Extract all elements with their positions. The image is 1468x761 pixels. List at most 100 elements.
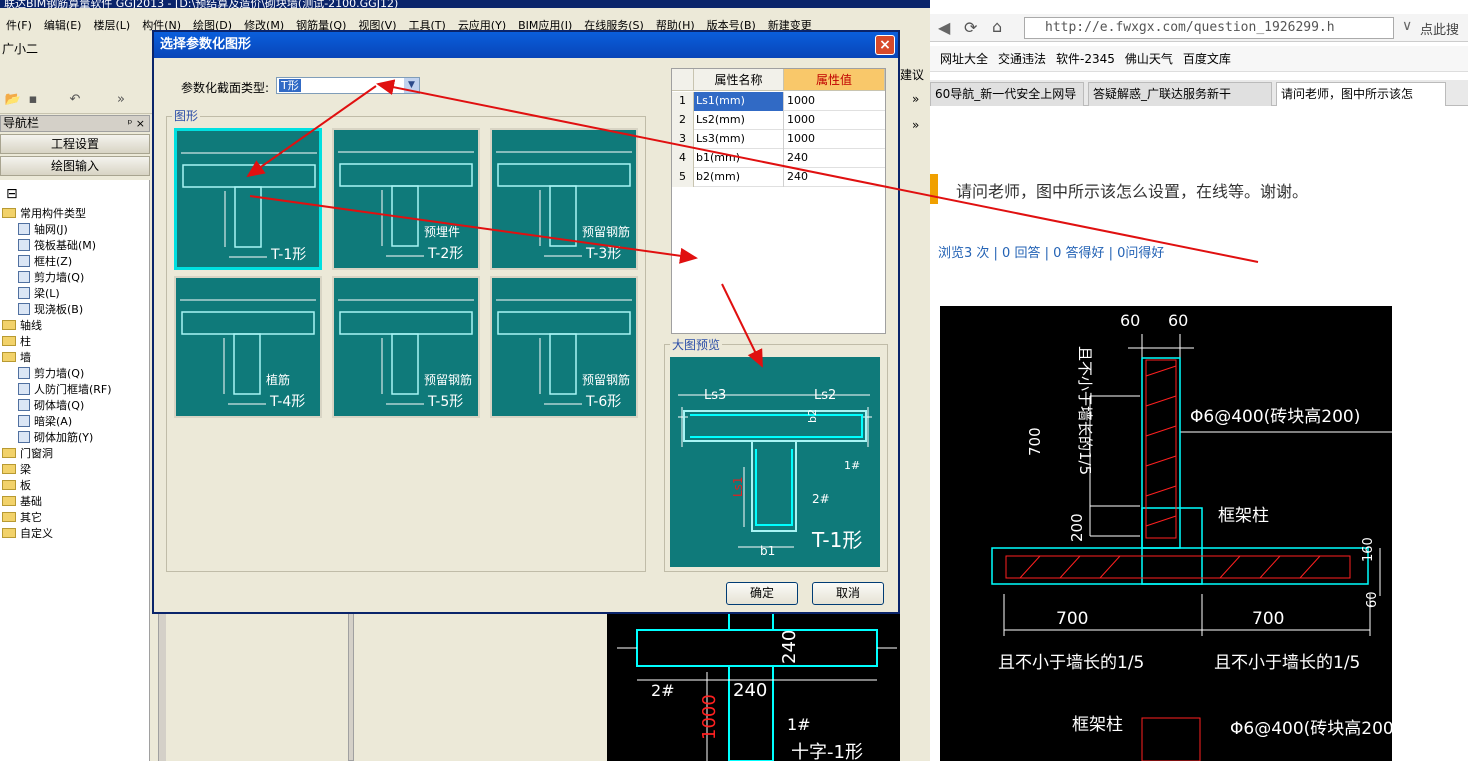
address-input[interactable]: http://e.fwxgx.com/question_1926299.h (1024, 17, 1394, 39)
question-stats[interactable]: 浏览3 次 | 0 回答 | 0 答得好 | 0问得好 (938, 246, 1165, 261)
tree-item[interactable]: 梁 (2, 462, 31, 478)
tree-item[interactable]: 框柱(Z) (18, 254, 72, 270)
menu-item-5[interactable]: 修改(M) (244, 19, 285, 32)
menu-item-11[interactable]: 在线服务(S) (584, 19, 644, 32)
search-box[interactable]: 点此搜 (1420, 23, 1460, 38)
open-folder-icon[interactable]: 📂 (4, 92, 22, 107)
bookmark-item[interactable]: 百度文库 (1182, 52, 1231, 66)
menu-item-13[interactable]: 版本号(B) (706, 19, 756, 32)
tree-item[interactable]: 现浇板(B) (18, 302, 83, 318)
property-value[interactable]: 1000 (787, 94, 815, 107)
property-value[interactable]: 1000 (787, 132, 815, 145)
project-settings-button[interactable]: 工程设置 (0, 134, 150, 154)
bookmark-item[interactable]: 佛山天气 (1124, 52, 1173, 66)
menu-item-4[interactable]: 绘图(D) (193, 19, 233, 32)
reload-icon[interactable]: ⟳ (964, 18, 978, 37)
component-icon (18, 287, 30, 299)
preview-b1: b1 (760, 544, 775, 558)
tree-item[interactable]: 其它 (2, 510, 42, 526)
shape-thumb[interactable]: T-1形 (174, 128, 322, 270)
tree-item[interactable]: 剪力墙(Q) (18, 270, 84, 286)
collapse-all-icon[interactable]: ⊟ (6, 186, 18, 202)
tree-item[interactable]: 墙 (2, 350, 31, 366)
chevron-down-icon[interactable]: ▼ (404, 78, 419, 93)
undo-icon[interactable]: ↶ (69, 92, 81, 107)
tree-item[interactable]: 门窗洞 (2, 446, 53, 462)
dim-160: 160 (1361, 537, 1376, 562)
menu-item-14[interactable]: 新建变更 (767, 19, 812, 32)
tree-item[interactable]: 筏板基础(M) (18, 238, 96, 254)
cancel-button[interactable]: 取消 (812, 582, 884, 605)
tree-item[interactable]: 轴线 (2, 318, 42, 334)
tree-item[interactable]: 自定义 (2, 526, 53, 542)
tree-item[interactable]: 砌体墙(Q) (18, 398, 84, 414)
expand-chevron-icon-2[interactable]: » (912, 118, 920, 132)
tree-item-label: 梁 (20, 463, 31, 476)
tree-item[interactable]: 板 (2, 478, 31, 494)
component-icon (18, 255, 30, 267)
property-name: Ls3(mm) (694, 130, 784, 149)
more-chevron-icon[interactable]: » (117, 92, 125, 107)
tree-item[interactable]: 暗梁(A) (18, 414, 72, 430)
shape-thumb[interactable]: T-6形预留钢筋 (490, 276, 638, 418)
property-value[interactable]: 240 (787, 170, 808, 183)
shape-thumb[interactable]: T-5形预留钢筋 (332, 276, 480, 418)
pin-icon[interactable]: ᵖ × (127, 117, 145, 130)
home-icon[interactable]: ⌂ (992, 17, 1003, 36)
tree-item[interactable]: 柱 (2, 334, 31, 350)
menu-item-0[interactable]: 件(F) (6, 19, 32, 32)
drawing-input-button[interactable]: 绘图输入 (0, 156, 150, 176)
menu-item-7[interactable]: 视图(V) (358, 19, 397, 32)
menu-item-8[interactable]: 工具(T) (408, 19, 446, 32)
ok-button[interactable]: 确定 (726, 582, 798, 605)
property-value[interactable]: 240 (787, 151, 808, 164)
back-arrow-icon[interactable]: ◀ (938, 18, 951, 37)
tree-item[interactable]: 常用构件类型 (2, 206, 86, 222)
component-icon (18, 399, 30, 411)
menu-item-12[interactable]: 帮助(H) (655, 19, 695, 32)
rebar-note: Φ6@400(砖块高200) (1190, 407, 1360, 427)
shape-thumb[interactable]: T-2形预埋件 (332, 128, 480, 270)
expand-chevron-icon[interactable]: » (912, 92, 920, 106)
close-icon[interactable]: × (875, 35, 895, 55)
tree-item-label: 暗梁(A) (34, 415, 73, 428)
property-value[interactable]: 1000 (787, 113, 815, 126)
tree-item[interactable]: 梁(L) (18, 286, 60, 302)
bookmark-item[interactable]: 软件-2345 (1056, 52, 1115, 66)
tree-item[interactable]: 基础 (2, 494, 42, 510)
menu-item-6[interactable]: 钢筋量(Q) (296, 19, 347, 32)
tree-item[interactable]: 剪力墙(Q) (18, 366, 84, 382)
dropdown-chevron-icon[interactable]: ∨ (1402, 18, 1413, 34)
tree-item[interactable]: 人防门框墙(RF) (18, 382, 112, 398)
preview-shape-name: T-1形 (811, 528, 862, 552)
menu-item-9[interactable]: 云应用(Y) (457, 19, 507, 32)
menu-item-2[interactable]: 楼层(L) (93, 19, 131, 32)
tab-answers[interactable]: 答疑解惑_广联达服务新干 (1088, 82, 1272, 106)
menu-item-3[interactable]: 构件(N) (142, 19, 181, 32)
section-type-select[interactable]: T形 ▼ (276, 77, 420, 94)
shape-thumb[interactable]: T-3形预留钢筋 (490, 128, 638, 270)
section-type-value: T形 (279, 79, 301, 92)
menu-item-1[interactable]: 编辑(E) (43, 19, 82, 32)
shape-name: T-5形 (427, 394, 463, 410)
prop-name-header: 属性名称 (694, 69, 784, 91)
bookmark-item[interactable]: 交通违法 (998, 52, 1047, 66)
save-icon[interactable]: ▪ (28, 92, 38, 107)
bookmark-item[interactable]: 网址大全 (940, 52, 989, 66)
dim-60-left: 60 (1120, 311, 1140, 330)
tree-item[interactable]: 砌体加筋(Y) (18, 430, 93, 446)
tree-item[interactable]: 轴网(J) (18, 222, 68, 238)
tab-60nav[interactable]: 60导航_新一代安全上网导 (930, 82, 1084, 106)
shape-thumb[interactable]: T-4形植筋 (174, 276, 322, 418)
component-icon (18, 383, 30, 395)
tab-question[interactable]: 请问老师，图中所示该怎 (1276, 82, 1446, 106)
menu-item-10[interactable]: BIM应用(I) (518, 19, 573, 32)
